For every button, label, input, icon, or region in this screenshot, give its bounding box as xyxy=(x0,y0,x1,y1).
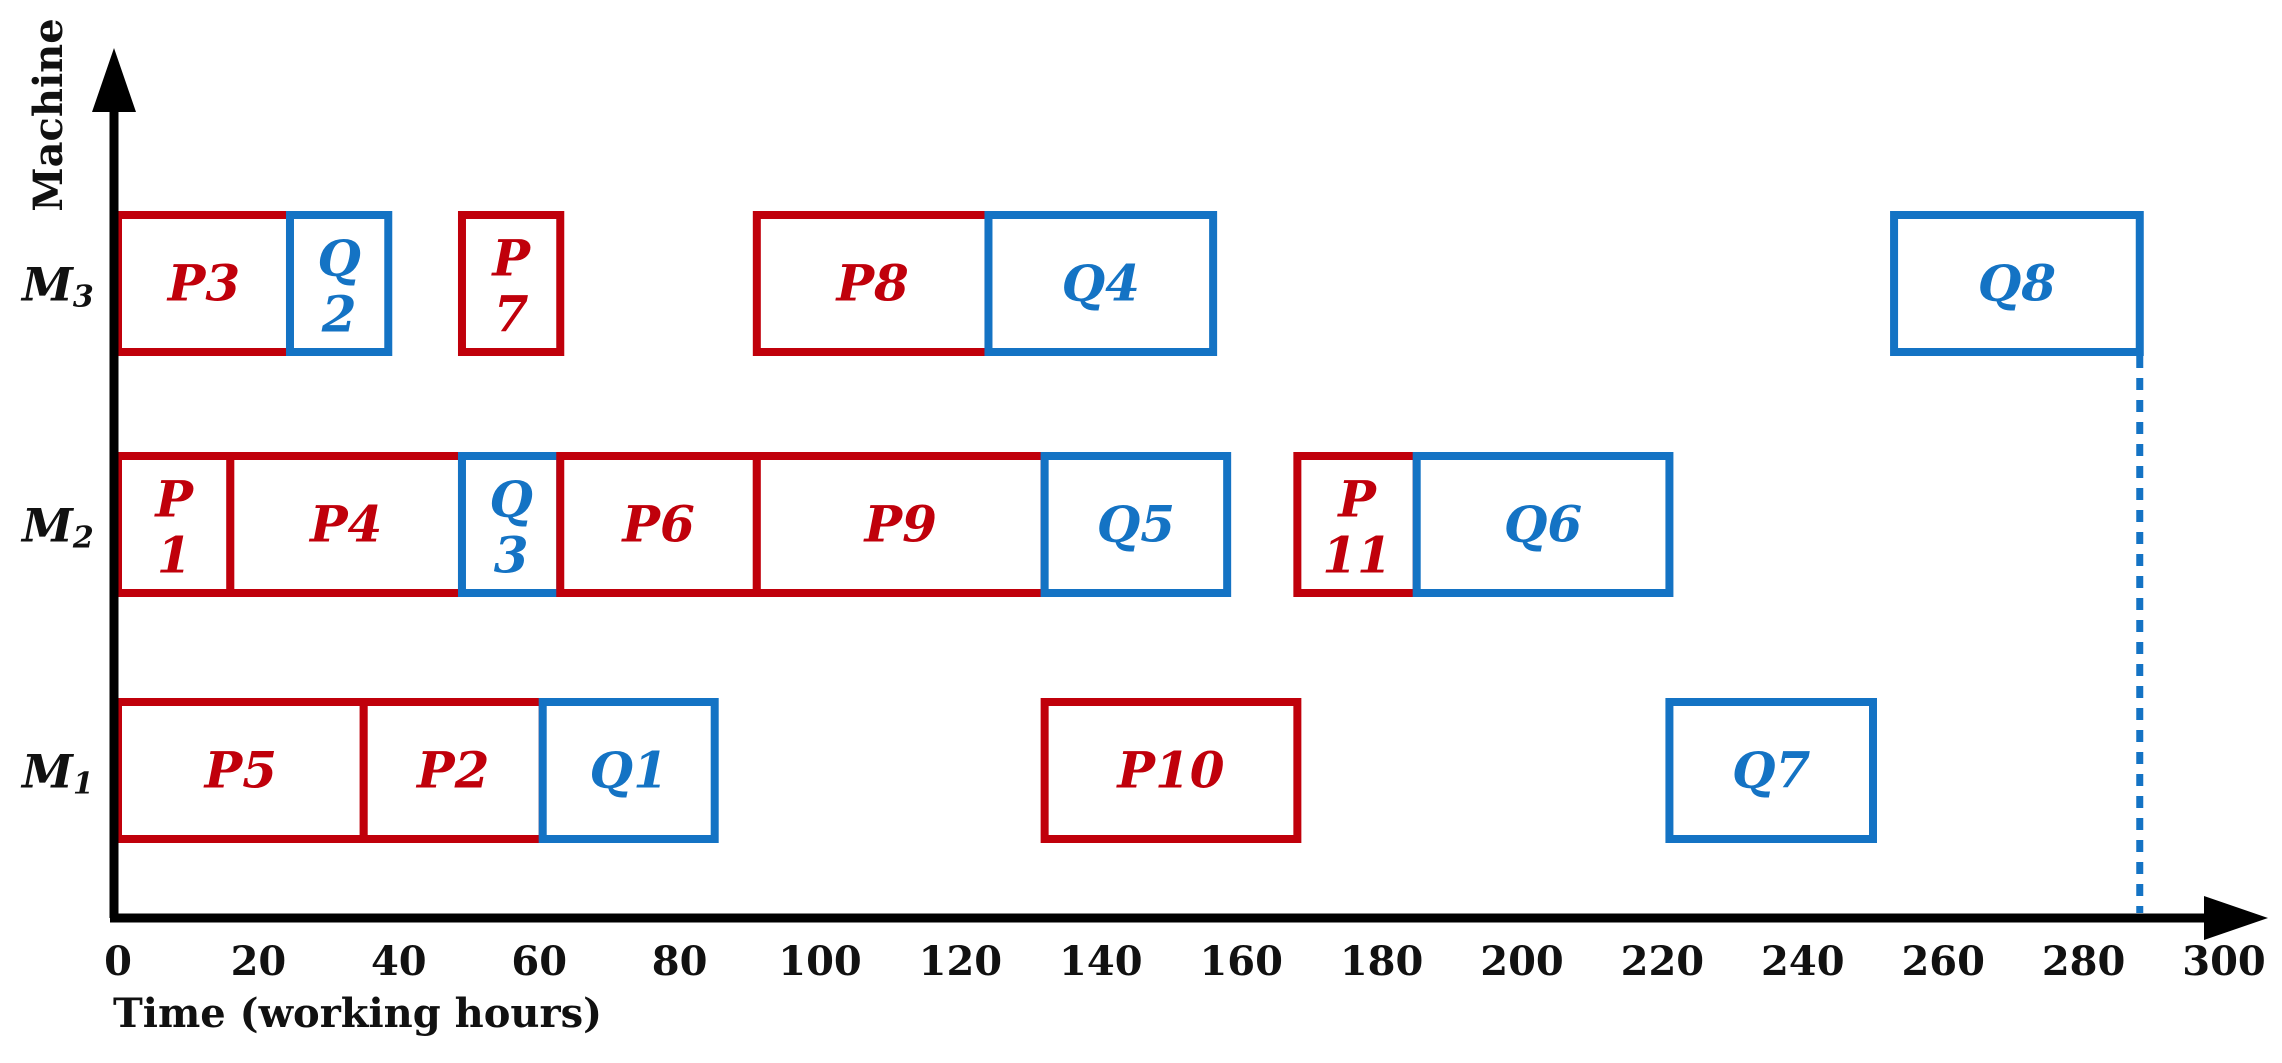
task-p3: P3 xyxy=(114,211,294,356)
task-p10: P10 xyxy=(1040,698,1302,843)
x-tick-label: 140 xyxy=(1059,938,1143,985)
task-p8: P8 xyxy=(752,211,993,356)
task-p5: P5 xyxy=(114,698,368,843)
task-bar xyxy=(984,211,1218,356)
task-label: Q8 xyxy=(1978,254,2056,313)
x-tick-label: 280 xyxy=(2042,938,2126,985)
task-q1: Q1 xyxy=(538,698,719,843)
task-bar xyxy=(1040,452,1232,597)
x-tick-label: 40 xyxy=(371,938,427,985)
task-label: P9 xyxy=(863,495,937,554)
task-bar xyxy=(1665,698,1878,843)
machine-label-m1: M1 xyxy=(20,745,94,802)
y-axis-label: Machine xyxy=(25,18,72,211)
task-p6: P6 xyxy=(556,452,761,597)
task-bar xyxy=(457,452,565,597)
task-q8: Q8 xyxy=(1890,211,2144,356)
task-q7: Q7 xyxy=(1665,698,1878,843)
task-label: Q1 xyxy=(590,741,668,800)
machine-label-m2: M2 xyxy=(20,499,94,556)
x-tick-label: 120 xyxy=(919,938,1003,985)
task-label: P2 xyxy=(415,741,489,800)
task-label: Q5 xyxy=(1097,495,1175,554)
x-tick-label: 0 xyxy=(104,938,132,985)
x-axis-label: Time (working hours) xyxy=(113,990,602,1037)
machine-labels: M1 M2 M3 xyxy=(20,258,94,802)
task-bar xyxy=(285,211,393,356)
x-tick-label: 20 xyxy=(231,938,287,985)
x-tick-label: 80 xyxy=(652,938,708,985)
task-label: P10 xyxy=(1115,741,1224,800)
x-tick-label: 100 xyxy=(778,938,862,985)
task-label: P4 xyxy=(308,495,382,554)
task-label: Q6 xyxy=(1504,495,1582,554)
x-tick-label: 260 xyxy=(1901,938,1985,985)
task-label: P3 xyxy=(166,254,240,313)
task-label: Q7 xyxy=(1732,741,1811,800)
task-bar xyxy=(1890,211,2144,356)
task-label: P8 xyxy=(834,254,908,313)
x-tick-label: 60 xyxy=(511,938,567,985)
task-bar xyxy=(1040,698,1302,843)
x-tick-label: 200 xyxy=(1480,938,1564,985)
axes xyxy=(92,48,2268,940)
task-label: Q4 xyxy=(1062,254,1140,313)
task-q6: Q6 xyxy=(1412,452,1674,597)
x-tick-label: 220 xyxy=(1621,938,1705,985)
x-tick-labels: 0 20 40 60 80 100 120 140 160 180 200 220 240 260 280 3… xyxy=(104,938,2266,985)
task-bar xyxy=(538,698,719,843)
task-q4: Q4 xyxy=(984,211,1218,356)
task-bar xyxy=(226,452,466,597)
x-tick-label: 300 xyxy=(2182,938,2266,985)
x-axis-arrow xyxy=(2204,896,2268,940)
task-label: P6 xyxy=(620,495,694,554)
machine-label-m3: M3 xyxy=(20,258,94,315)
task-bar xyxy=(556,452,761,597)
x-tick-label: 240 xyxy=(1761,938,1845,985)
y-axis-arrow xyxy=(92,48,136,112)
task-p9: P9 xyxy=(752,452,1049,597)
task-p4: P4 xyxy=(226,452,466,597)
task-q5: Q5 xyxy=(1040,452,1232,597)
task-bar xyxy=(457,211,565,356)
task-p2: P2 xyxy=(359,698,547,843)
task-bar xyxy=(1412,452,1674,597)
x-tick-label: 160 xyxy=(1199,938,1283,985)
x-tick-label: 180 xyxy=(1340,938,1424,985)
task-label: P5 xyxy=(203,741,277,800)
